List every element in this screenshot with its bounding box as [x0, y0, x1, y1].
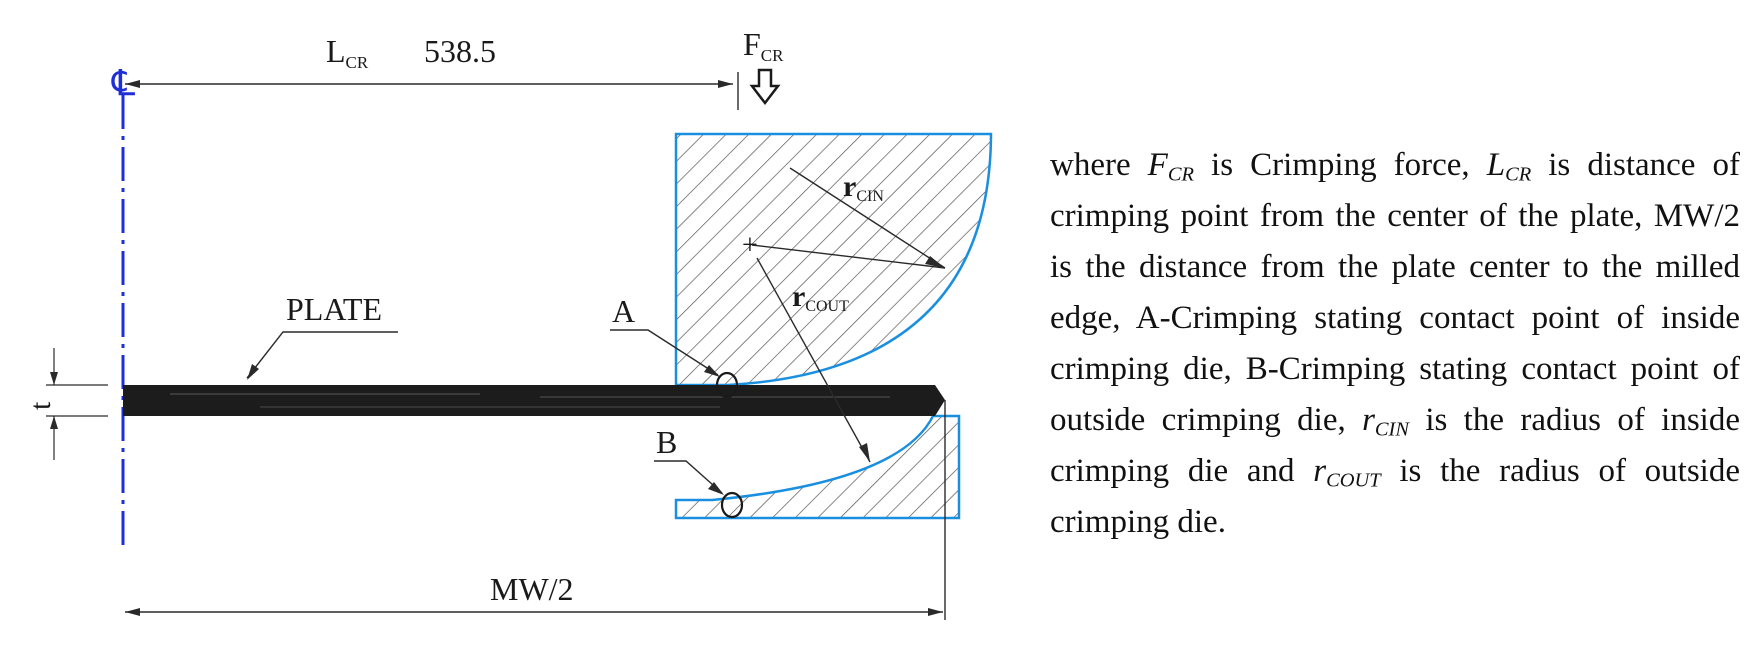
inside-radius-arrowhead: [925, 256, 945, 268]
inside-crimping-die: [674, 132, 993, 387]
inside-radius-arrow: [789, 167, 946, 269]
half-width-label: MW/2: [490, 571, 574, 607]
thickness-arrowhead-bottom: [50, 416, 58, 429]
thickness-arrowhead-top: [50, 372, 58, 385]
crimping-length-label: LCR: [326, 33, 369, 72]
die-center-mark: +: [742, 230, 758, 261]
half-width-arrowhead-right: [928, 608, 943, 616]
half-width-arrowhead-left: [125, 608, 140, 616]
outside-radius-label: rCOUT: [792, 280, 849, 315]
plate-leader-arrowhead: [247, 364, 259, 380]
plate-leader: [246, 331, 398, 379]
outside-radius-arrowhead: [859, 443, 870, 462]
figure-caption: where FCR is Crimping force, LCR is dist…: [1050, 147, 1740, 540]
point-b-marker: [720, 491, 744, 519]
point-b-leader: [654, 460, 723, 494]
thickness-label: t: [24, 401, 57, 410]
inside-radius-label: rCIN: [843, 170, 884, 205]
dimension-arrowhead-right: [718, 80, 733, 88]
point-a-leader-arrowhead: [704, 365, 720, 377]
point-a-marker: [715, 371, 739, 399]
point-b-label: B: [656, 424, 677, 460]
inside-radius-line: [751, 244, 946, 269]
plate: [123, 385, 945, 416]
crimping-length-value: 538.5: [424, 33, 496, 69]
point-a-label: A: [612, 293, 635, 329]
plate-label: PLATE: [286, 291, 382, 327]
outside-crimping-die: [674, 414, 961, 520]
dimension-arrowhead-left: [125, 80, 140, 88]
point-b-leader-arrowhead: [708, 482, 724, 495]
down-arrow-icon: [749, 68, 781, 106]
outside-radius-arrow: [756, 257, 871, 463]
crimping-force-label: FCR: [743, 26, 784, 65]
point-a-leader: [610, 329, 719, 376]
